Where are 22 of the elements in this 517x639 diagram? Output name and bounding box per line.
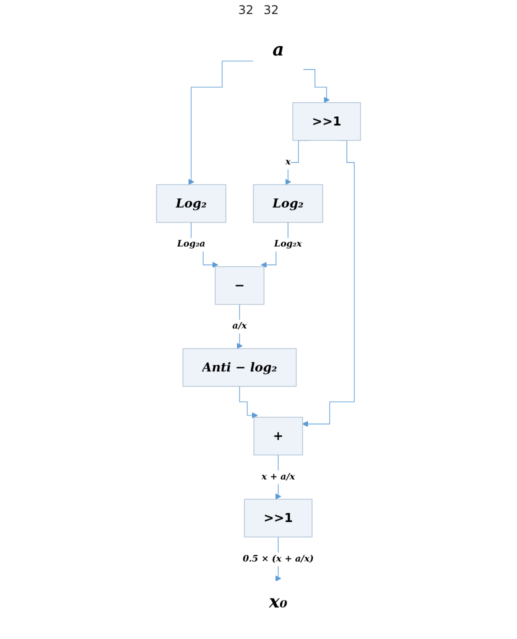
arrow [302,69,330,103]
edge-label: 0.5 × (x + a/x) [242,554,314,564]
arrow [188,60,254,185]
node-box: Log₂ [156,184,226,223]
edge-label: Log₂a [177,239,206,250]
bus-width-label: 32 [264,3,279,17]
node-box: Log₂ [252,184,324,223]
node-text: x₀ [269,592,288,612]
edge-label: Log₂x [274,239,302,250]
node-box: >>1 [244,498,312,538]
arrow [236,304,243,349]
edge-label: x + a/x [262,472,295,482]
node-box: − [214,266,264,305]
edge-label: x [285,157,291,168]
node-box: Anti − log₂ [182,348,297,387]
edge-label: a/x [232,321,247,332]
arrow [302,140,355,427]
node-text: a [272,40,284,60]
bus-width-label: 32 [238,3,254,17]
node-box: + [254,416,303,456]
arrow [239,386,258,418]
node-box: >>1 [292,102,361,141]
